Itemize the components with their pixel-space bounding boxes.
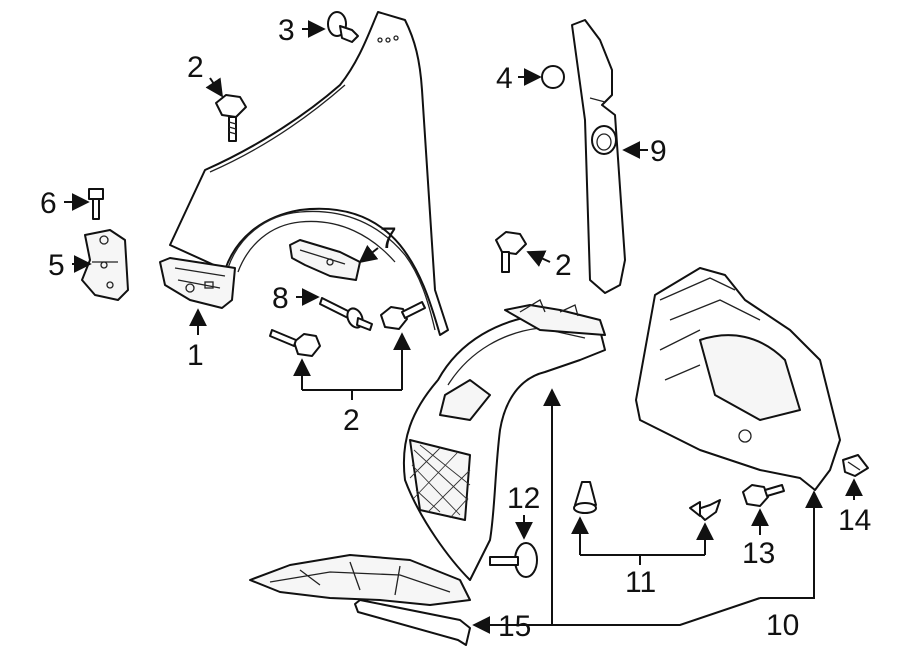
clip-nut-part-14[interactable] <box>842 454 869 477</box>
callout-11: 11 <box>625 566 656 599</box>
callout-2-bottom: 2 <box>343 404 360 437</box>
callout-9: 9 <box>650 135 667 168</box>
bolt-part-2-top[interactable] <box>215 94 247 142</box>
plug-part-4[interactable] <box>541 65 565 89</box>
liner-hatched-panel <box>409 439 471 521</box>
push-pin-part-3[interactable] <box>327 11 359 43</box>
callout-5: 5 <box>48 249 65 282</box>
callout-14: 14 <box>838 504 871 537</box>
callout-15: 15 <box>498 610 531 643</box>
callout-1: 1 <box>187 339 204 372</box>
callout-7: 7 <box>380 222 397 255</box>
fender-part[interactable] <box>169 11 449 336</box>
splash-shield[interactable] <box>249 554 471 606</box>
bolt-part-2-left[interactable] <box>269 329 321 357</box>
callout-labels: 1 2 2 2 3 4 5 6 7 8 9 10 11 12 13 14 15 <box>40 14 871 643</box>
callout-12: 12 <box>507 482 540 515</box>
clip-part-11-right[interactable] <box>689 499 721 521</box>
callout-2-top: 2 <box>187 51 204 84</box>
callout-10: 10 <box>766 609 799 642</box>
clip-part-11-left[interactable] <box>573 481 597 514</box>
bolt-part-2-mid[interactable] <box>495 231 527 273</box>
callout-6: 6 <box>40 187 57 220</box>
bolt-part-2-right[interactable] <box>380 301 426 330</box>
wheelhouse-liner-right[interactable] <box>635 267 841 491</box>
leader-lines <box>64 20 863 634</box>
rivet-part-8[interactable] <box>319 297 373 331</box>
wheelhouse-liner-left[interactable] <box>402 299 606 581</box>
grommet-part-12[interactable] <box>489 542 538 578</box>
callout-13: 13 <box>742 537 775 570</box>
seal-part-15[interactable] <box>354 599 471 646</box>
callout-8: 8 <box>272 282 289 315</box>
fender-lower-bracket[interactable] <box>159 257 236 309</box>
callout-3: 3 <box>278 14 295 47</box>
bolt-part-13[interactable] <box>742 484 785 507</box>
bracket-part-7[interactable] <box>289 239 361 281</box>
molding-part-9[interactable] <box>571 19 626 294</box>
bolt-part-6[interactable] <box>88 188 104 220</box>
callout-4: 4 <box>496 62 513 95</box>
callout-2-mid: 2 <box>555 249 572 282</box>
